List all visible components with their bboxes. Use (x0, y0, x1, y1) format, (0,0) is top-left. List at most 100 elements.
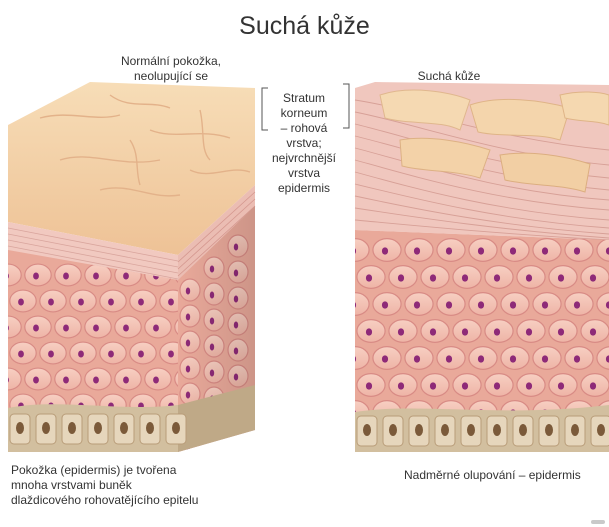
cell-nucleus (366, 328, 372, 335)
cell-nucleus (398, 328, 404, 335)
dry-skin-cell (325, 266, 353, 289)
cell-nucleus (33, 377, 39, 384)
basal-nucleus (120, 422, 128, 434)
cell-nucleus (526, 328, 532, 335)
cell-nucleus (430, 328, 436, 335)
basal-nucleus (363, 424, 371, 436)
cell-nucleus (350, 301, 356, 308)
cell-nucleus (3, 325, 9, 332)
cell-nucleus (558, 274, 564, 281)
normal-skin-cell (0, 290, 6, 312)
cell-nucleus (63, 273, 69, 280)
cell-nucleus (462, 382, 468, 389)
cell-nucleus (93, 325, 99, 332)
cell-nucleus (446, 355, 452, 362)
cell-nucleus (462, 274, 468, 281)
basal-nucleus (146, 422, 154, 434)
cell-nucleus (526, 382, 532, 389)
epidermis-description: Pokožka (epidermis) je tvořena mnoha vrs… (11, 463, 261, 508)
cell-nucleus (138, 299, 144, 306)
epidermis-line: Pokožka (epidermis) je tvořena (11, 463, 261, 478)
cell-nucleus (478, 247, 484, 254)
cell-nucleus (123, 273, 129, 280)
normal-skin-cell (0, 368, 21, 390)
cell-nucleus (558, 328, 564, 335)
basal-nucleus (172, 422, 180, 434)
cell-nucleus (462, 328, 468, 335)
cell-nucleus (153, 325, 159, 332)
cell-nucleus (398, 382, 404, 389)
cell-nucleus (382, 301, 388, 308)
watermark-logo (591, 520, 605, 524)
cell-nucleus (48, 351, 54, 358)
normal-skin-cell (0, 394, 6, 416)
cell-nucleus (318, 355, 324, 362)
cell-nucleus (430, 382, 436, 389)
cell-nucleus (590, 328, 596, 335)
cell-nucleus (542, 247, 548, 254)
cell-nucleus (63, 325, 69, 332)
dry-skin-cell (309, 239, 337, 262)
basal-nucleus (415, 424, 423, 436)
cell-nucleus (542, 301, 548, 308)
dry-skin-cell (325, 320, 353, 343)
dry-skin-cell (309, 347, 337, 370)
cell-nucleus (123, 325, 129, 332)
normal-skin-cell (0, 316, 21, 338)
cell-nucleus (590, 274, 596, 281)
basal-nucleus (68, 422, 76, 434)
cell-nucleus (430, 274, 436, 281)
cell-nucleus (3, 273, 9, 280)
cell-nucleus (334, 274, 340, 281)
cell-nucleus (542, 355, 548, 362)
cell-nucleus (494, 274, 500, 281)
basal-nucleus (94, 422, 102, 434)
basal-nucleus (519, 424, 527, 436)
epidermis-line: mnoha vrstvami buněk (11, 478, 261, 493)
cell-nucleus (414, 247, 420, 254)
cell-nucleus (108, 299, 114, 306)
cell-nucleus (382, 355, 388, 362)
cell-nucleus (478, 301, 484, 308)
cell-nucleus (318, 409, 324, 416)
cell-nucleus (334, 328, 340, 335)
basal-nucleus (545, 424, 553, 436)
basal-nucleus (467, 424, 475, 436)
cell-nucleus (510, 247, 516, 254)
cell-nucleus (366, 382, 372, 389)
cell-nucleus (78, 299, 84, 306)
cell-nucleus (510, 355, 516, 362)
cell-nucleus (33, 325, 39, 332)
dry-skin-cell (325, 374, 353, 397)
cell-nucleus (478, 355, 484, 362)
basal-nucleus (571, 424, 579, 436)
cell-nucleus (63, 377, 69, 384)
normal-skin-block (0, 82, 255, 457)
cell-nucleus (446, 301, 452, 308)
stratum-bracket-right (343, 84, 349, 128)
epidermis-line: dlaždicového rohovatějícího epitelu (11, 493, 261, 508)
normal-skin-cell (0, 342, 6, 364)
dry-skin-cell (309, 293, 337, 316)
cell-nucleus (366, 274, 372, 281)
cell-nucleus (590, 382, 596, 389)
cell-nucleus (78, 351, 84, 358)
cell-nucleus (33, 273, 39, 280)
cell-nucleus (18, 299, 24, 306)
cell-nucleus (168, 351, 174, 358)
cell-nucleus (350, 355, 356, 362)
cell-nucleus (494, 328, 500, 335)
cell-nucleus (414, 355, 420, 362)
cell-nucleus (108, 351, 114, 358)
cell-nucleus (574, 301, 580, 308)
cell-nucleus (93, 273, 99, 280)
basal-nucleus (16, 422, 24, 434)
basal-nucleus (597, 424, 605, 436)
cell-nucleus (334, 382, 340, 389)
cell-nucleus (558, 382, 564, 389)
cell-nucleus (446, 247, 452, 254)
dry-skin-cell (309, 401, 337, 424)
cell-nucleus (123, 377, 129, 384)
cell-nucleus (494, 382, 500, 389)
